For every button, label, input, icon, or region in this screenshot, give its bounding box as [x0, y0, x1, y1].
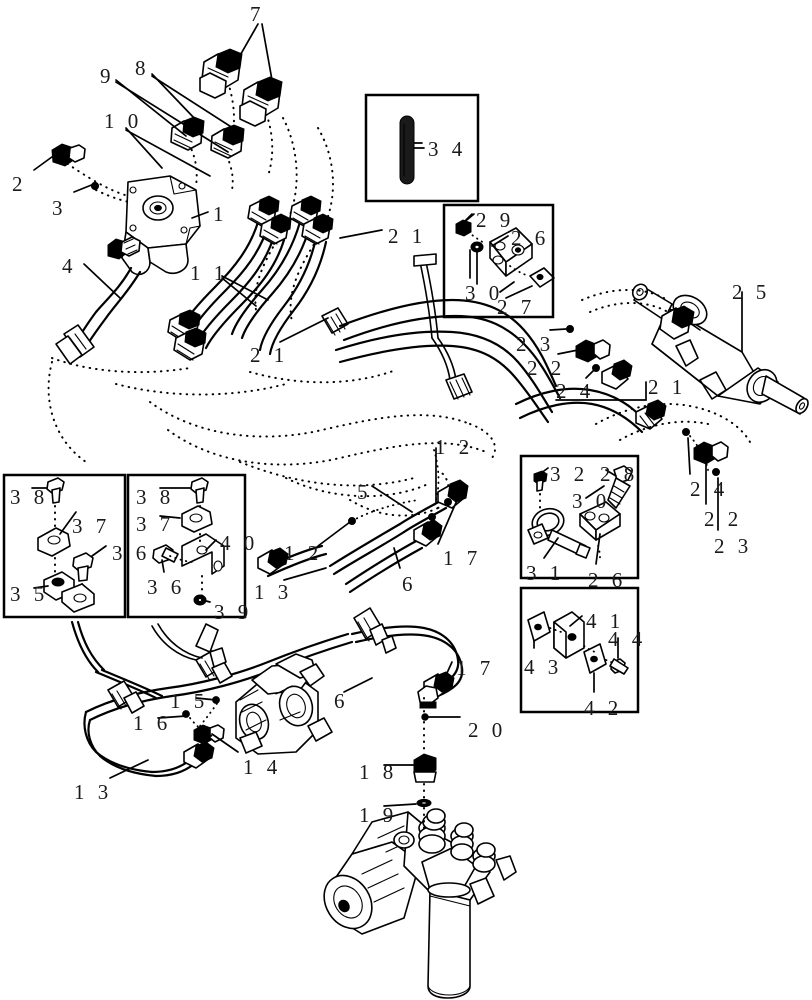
- callout-c38b: 3 8: [136, 485, 175, 509]
- callout-c2: 2: [12, 172, 27, 196]
- callout-c29: 2 9: [476, 208, 515, 232]
- callout-c37b: 3 7: [136, 512, 175, 536]
- inset-34-content: [399, 115, 425, 185]
- callout-c21a: 2 1: [388, 224, 427, 248]
- inset-box-borders: [2, 93, 640, 714]
- callout-c39: 3 9: [214, 600, 253, 624]
- loose-fitting-22-left: [566, 325, 611, 372]
- plug-fitting-2: [51, 143, 86, 167]
- callout-c17b: 1 7: [456, 656, 495, 680]
- route-trace-center: [149, 401, 497, 517]
- fitting-column-18-19-20: [413, 685, 439, 829]
- callout-c12a: 1 2: [435, 435, 474, 459]
- callout-c37a: 3 7: [72, 514, 111, 538]
- callout-c19: 1 9: [359, 803, 398, 827]
- callout-c27: 2 7: [497, 295, 536, 319]
- callout-c20: 2 0: [468, 718, 507, 742]
- route-trace-lower-left: [47, 361, 87, 463]
- return-hose-4: [55, 266, 142, 365]
- callout-c11: 1 1: [190, 261, 229, 285]
- callout-c32: 3 2: [550, 462, 589, 486]
- callout-c38a: 3 8: [10, 485, 49, 509]
- callout-c12b: 1 2: [284, 541, 323, 565]
- tube-clamp-bracket-left2: [107, 680, 145, 714]
- bracket-40-on-tube: [195, 623, 227, 668]
- callout-c25: 2 5: [732, 280, 771, 304]
- callout-c24a: 2 4: [556, 379, 595, 403]
- callout-c4: 4: [62, 254, 77, 278]
- callout-c34: 3 4: [428, 137, 467, 161]
- callout-c40: 4 0: [220, 531, 259, 555]
- callout-c16: 1 6: [133, 711, 172, 735]
- inset-40-content: [152, 477, 225, 606]
- hydraulic-pump-assembly: [235, 653, 333, 755]
- hose-clamp-21-right: [445, 373, 473, 400]
- inset-41-content: [527, 611, 629, 693]
- callout-c26b: 2 6: [588, 568, 627, 592]
- clamp-right-on-tube: [353, 607, 397, 654]
- tube-nut-13-end: [183, 741, 215, 769]
- callout-c36a: 3 6: [112, 541, 151, 565]
- callout-c9: 9: [100, 64, 115, 88]
- adapter-14-group: [182, 696, 225, 745]
- callout-c41: 4 1: [586, 609, 625, 633]
- callout-c42: 4 2: [584, 696, 623, 720]
- callout-c6a: 6: [402, 572, 417, 596]
- callout-c30b: 3 0: [572, 489, 611, 513]
- callout-c21b: 2 1: [250, 343, 289, 367]
- hose-clamp-21-mid: [321, 307, 349, 336]
- callout-leaders: [33, 23, 743, 807]
- callout-c31: 3 1: [526, 561, 565, 585]
- callout-c35: 3 5: [10, 582, 49, 606]
- callout-c5: 5: [357, 480, 372, 504]
- valve-inlet-fitting: [107, 236, 141, 260]
- callout-c18: 1 8: [359, 760, 398, 784]
- callout-c44: 4 4: [608, 627, 647, 651]
- manifold-port-stack: [393, 808, 517, 905]
- steering-valve-unit: [121, 175, 201, 276]
- callout-c6b: 6: [334, 689, 349, 713]
- inset-26-content: [455, 213, 555, 299]
- callout-c28: 2 8: [600, 462, 639, 486]
- o-ring-3: [90, 181, 100, 191]
- lower-tube-network: [70, 607, 464, 778]
- cylinder-route-trace: [581, 289, 753, 447]
- fitting-7-upper-a: [199, 48, 243, 99]
- callout-c26: 2 6: [511, 226, 550, 250]
- callout-c13b: 1 3: [74, 780, 113, 804]
- callout-c7: 7: [250, 2, 265, 26]
- callout-c24b: 2 4: [690, 477, 729, 501]
- callout-c43: 4 3: [524, 655, 563, 679]
- callout-c1: 1: [213, 202, 228, 226]
- pump-filter-assembly: [323, 808, 517, 999]
- fitting-7-upper-b: [239, 76, 283, 127]
- callout-c13a: 1 3: [254, 580, 293, 604]
- steering-hose-pair-21: [230, 195, 334, 356]
- center-hose-run: [334, 253, 562, 424]
- callout-c30: 3 0: [465, 281, 504, 305]
- callout-c23a: 2 3: [516, 332, 555, 356]
- callout-c14: 1 4: [243, 755, 282, 779]
- callout-c17a: 1 7: [443, 546, 482, 570]
- callout-c15: 1 5: [170, 689, 209, 713]
- callout-c8: 8: [135, 56, 150, 80]
- fitting-9-elbow: [210, 124, 245, 159]
- callout-c22: 2 2: [527, 356, 566, 380]
- callout-c3a: 3: [52, 196, 67, 220]
- callout-c36b: 3 6: [147, 575, 186, 599]
- inset-31-content: [527, 465, 633, 565]
- steering-hose-pair-11: [167, 195, 292, 361]
- callout-c23b: 2 3: [714, 534, 753, 558]
- steering-cylinder-25: [631, 283, 809, 415]
- callout-c22b: 2 2: [704, 507, 743, 531]
- callout-c21c: 2 1: [648, 375, 687, 399]
- callout-c10: 1 0: [104, 109, 143, 133]
- loose-fitting-22-right: [682, 428, 729, 476]
- inset-35-content: [31, 477, 107, 613]
